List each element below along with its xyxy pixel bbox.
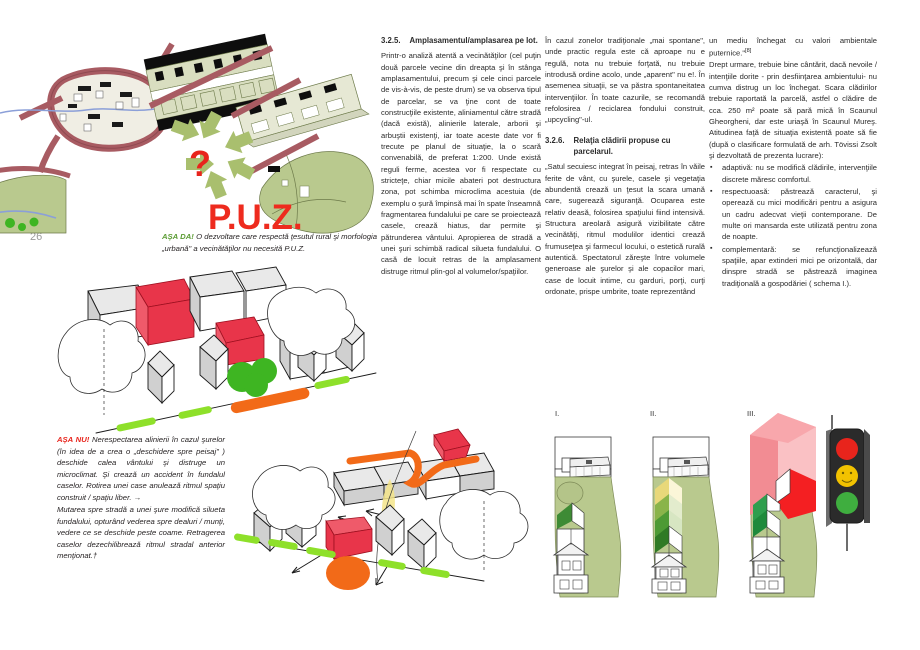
caption-asa-da-label: AŞA DA! [162,232,194,241]
axonometric-strip [230,73,370,148]
paragraph: Drept urmare, trebuie bine cântărit, dac… [709,60,877,160]
quote-text: un mediu închegat cu valori ambientale p… [709,36,877,58]
orange-blob [326,556,370,590]
question-mark-label: ? [189,143,211,184]
back-row-volumes-bad [333,428,495,507]
section-heading-325: 3.2.5. Amplasamentul/amplasarea pe lot. [381,35,541,46]
village-plan-amoeba [0,42,175,173]
scheme-i [552,436,622,598]
section-heading-326: 3.2.6. Relaţia clădirii propuse cu parce… [545,135,705,158]
scheme-label-i: I. [555,409,560,418]
orange-top-line [346,449,480,488]
bullet-item: respectuoasă: păstrează caracterul, şi o… [709,186,877,243]
bullet-item: complementară: se refuncţionalizează spa… [709,243,877,289]
traffic-light-green [836,492,858,514]
plot-schemes-diagram [540,413,890,625]
traffic-light-yellow [836,465,858,487]
scheme-iii [748,413,818,598]
puz-diagram: ? P.U.Z. [0,18,380,237]
lower-left-parcel [0,166,71,234]
section-number: 3.2.5. [381,36,401,45]
village-axonometric-good-sketch [8,266,380,440]
section-number: 3.2.6. [545,135,565,145]
paragraph: Printr-o analiză atentă a vecinătăţilor … [381,51,541,276]
caption-asa-nu-text: Nerespectarea alinierii în cazul şurelor… [57,435,225,502]
caption-asa-da-text: O dezvoltare care respectă ţesutul rural… [162,232,377,253]
section-title: Amplasamentul/amplasarea pe lot. [409,36,538,45]
page-number: 26 [30,231,43,243]
bush-green-group [227,358,277,397]
text-column-1: 3.2.5. Amplasamentul/amplasarea pe lot. … [381,35,541,277]
caption-asa-nu: AŞA NU! Nerespectarea alinierii în cazul… [57,434,225,562]
linear-scheme-top [143,33,281,131]
orange-street-strip [230,387,310,414]
tree-cloud-left-bad [252,465,336,530]
paragraph: În cazul zonelor tradiţionale „mai spont… [545,36,705,125]
paragraph: „Satul secuiesc integrat în peisaj, retr… [545,162,705,297]
village-axonometric-bad-sketch [234,428,538,643]
caption-asa-nu-text2: Mutarea spre stradă a unei şure modifică… [57,505,225,561]
rotated-red-house [325,516,373,561]
text-column-3: un mediu închegat cu valori ambientale p… [709,35,877,289]
scheme-ii [650,436,720,598]
section-title: Relaţia clădirii propuse cu parcelarul. [573,135,671,157]
tree-cloud-right-bad [439,489,529,571]
bullet-item: adaptivă: nu se modifică clădirile, inte… [709,162,877,185]
puz-label: P.U.Z. [208,198,303,237]
traffic-light [826,415,870,551]
paragraph-quote-end: un mediu închegat cu valori ambientale p… [709,35,877,59]
caption-asa-nu-label: AŞA NU! [57,435,90,444]
green-street-strips [116,375,350,432]
footnote-reference: [8] [745,48,752,55]
caption-asa-da: AŞA DA! O dezvoltare care respectă ţesut… [162,231,377,254]
text-column-2: În cazul zonelor tradiţionale „mai spont… [545,35,705,297]
green-parcel-plan [244,133,374,234]
scheme-label-ii: II. [650,409,657,418]
diagram-arrows [170,110,256,200]
green-street-strips-bad [234,533,450,578]
tree-cloud-left [57,319,146,415]
scheme-label-iii: III. [747,409,756,418]
tree-cloud-right [267,286,355,356]
traffic-light-red [836,438,858,460]
